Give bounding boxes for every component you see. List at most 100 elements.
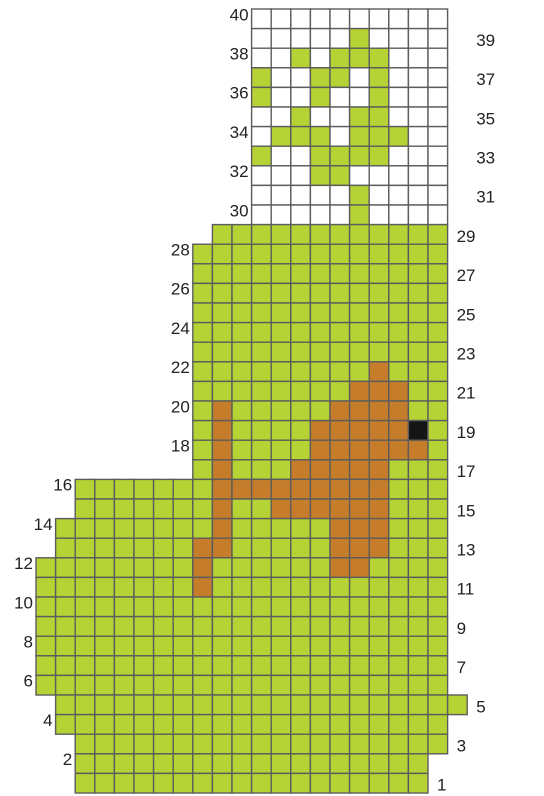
stitch-cell-green [252, 264, 272, 284]
stitch-cell-green [114, 519, 134, 539]
stitch-cell-green [408, 577, 428, 597]
stitch-cell-empty [252, 166, 272, 186]
stitch-cell-empty [271, 68, 291, 88]
stitch-cell-empty [408, 166, 428, 186]
stitch-cell-green [389, 734, 409, 754]
stitch-cell-green [389, 264, 409, 284]
stitch-cell-green [350, 636, 370, 656]
stitch-cell-green [173, 499, 193, 519]
stitch-cell-green [154, 656, 174, 676]
stitch-cell-green [212, 362, 232, 382]
stitch-cell-green [330, 636, 350, 656]
stitch-cell-green [252, 381, 272, 401]
stitch-cell-empty [291, 9, 311, 29]
stitch-cell-green [193, 421, 213, 441]
stitch-cell-brown [369, 381, 389, 401]
stitch-cell-empty [350, 68, 370, 88]
stitch-cell-green [36, 656, 56, 676]
stitch-cell-green [310, 558, 330, 578]
stitch-cell-green [408, 244, 428, 264]
stitch-cell-green [95, 715, 115, 735]
stitch-cell-green [193, 362, 213, 382]
stitch-cell-green [193, 773, 213, 793]
stitch-cell-brown [193, 538, 213, 558]
stitch-cell-green [193, 597, 213, 617]
stitch-cell-green [330, 754, 350, 774]
stitch-cell-green [408, 617, 428, 637]
stitch-cell-green [232, 499, 252, 519]
stitch-cell-green [193, 381, 213, 401]
stitch-cell-green [271, 695, 291, 715]
stitch-cell-brown [330, 401, 350, 421]
stitch-cell-green [252, 283, 272, 303]
stitch-cell-green [154, 519, 174, 539]
row-label-left: 4 [43, 711, 52, 730]
stitch-cell-green [330, 146, 350, 166]
stitch-cell-green [428, 264, 448, 284]
stitch-cell-green [369, 107, 389, 127]
stitch-cell-brown [350, 519, 370, 539]
stitch-cell-brown [212, 421, 232, 441]
stitch-cell-green [252, 636, 272, 656]
stitch-cell-empty [428, 68, 448, 88]
stitch-cell-green [232, 715, 252, 735]
row-label-right: 17 [457, 462, 476, 481]
row-label-right: 11 [457, 580, 475, 599]
stitch-cell-green [252, 323, 272, 343]
stitch-cell-green [369, 303, 389, 323]
stitch-cell-green [75, 617, 95, 637]
stitch-cell-green [114, 754, 134, 774]
stitch-cell-green [75, 479, 95, 499]
stitch-cell-empty [428, 127, 448, 147]
row-label-left: 10 [14, 593, 33, 612]
stitch-cell-brown [212, 538, 232, 558]
stitch-cell-green [408, 597, 428, 617]
stitch-cell-empty [330, 185, 350, 205]
stitch-cell-green [350, 264, 370, 284]
stitch-cell-green [408, 675, 428, 695]
stitch-cell-green [310, 636, 330, 656]
stitch-cell-green [369, 577, 389, 597]
stitch-cell-empty [271, 107, 291, 127]
stitch-cell-green [310, 244, 330, 264]
stitch-cell-green [369, 48, 389, 68]
stitch-cell-green [193, 460, 213, 480]
stitch-cell-green [173, 773, 193, 793]
stitch-cell-green [291, 401, 311, 421]
stitch-cell-green [95, 695, 115, 715]
stitch-cell-empty [271, 9, 291, 29]
stitch-cell-green [232, 342, 252, 362]
stitch-cell-green [75, 754, 95, 774]
stitch-cell-green [114, 715, 134, 735]
stitch-cell-green [389, 244, 409, 264]
stitch-cell-green [291, 127, 311, 147]
row-label-left: 6 [24, 672, 33, 691]
stitch-cell-green [212, 754, 232, 774]
stitch-cell-green [252, 460, 272, 480]
stitch-cell-empty [252, 205, 272, 225]
stitch-cell-empty [428, 166, 448, 186]
stitch-cell-green [271, 362, 291, 382]
stitch-cell-green [75, 577, 95, 597]
stitch-cell-green [408, 754, 428, 774]
row-label-left: 40 [230, 5, 249, 24]
stitch-cell-green [389, 499, 409, 519]
stitch-cell-green [95, 675, 115, 695]
stitch-cell-green [252, 656, 272, 676]
stitch-cell-green [193, 401, 213, 421]
stitch-cell-green [252, 538, 272, 558]
stitch-cell-green [193, 754, 213, 774]
stitch-cell-empty [350, 87, 370, 107]
stitch-cell-green [408, 362, 428, 382]
stitch-cell-green [252, 617, 272, 637]
row-label-right: 39 [476, 31, 495, 50]
stitch-cell-brown [350, 558, 370, 578]
stitch-cell-green [369, 87, 389, 107]
stitch-cell-empty [291, 87, 311, 107]
stitch-cell-green [95, 754, 115, 774]
stitch-cell-green [389, 225, 409, 245]
stitch-cell-green [271, 715, 291, 735]
stitch-cell-brown [291, 499, 311, 519]
stitch-cell-empty [271, 205, 291, 225]
stitch-cell-green [271, 597, 291, 617]
